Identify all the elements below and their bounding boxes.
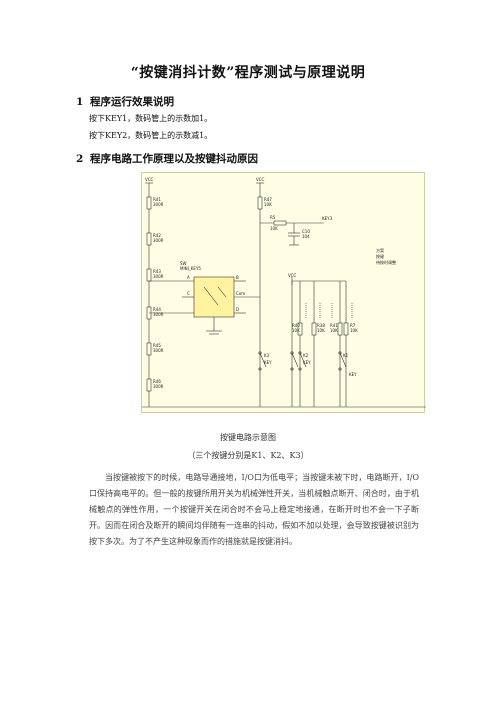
resistor-value: 10K bbox=[270, 226, 278, 231]
resistor-label: R38 bbox=[317, 323, 325, 328]
body-paragraph: 当按键被按下的时候，电路导通接地，I/O口为低电平；当按键未被下时，电路断开，I… bbox=[89, 470, 419, 550]
resistor-value: 10K bbox=[330, 328, 338, 333]
note-text: 方案 bbox=[376, 247, 384, 253]
resistor-label: R5 bbox=[270, 215, 276, 220]
paragraph-text: 当按键被按下的时候，电路导通接地，I/O口为低电平；当按键未被下时，电路断开，I… bbox=[89, 473, 419, 546]
resistor-value: 10K bbox=[317, 328, 325, 333]
paragraph-line: 按下KEY1，数码管上的示数加1。 bbox=[89, 114, 213, 123]
section-title: 程序运行效果说明 bbox=[90, 96, 174, 108]
vcc-label: VCC bbox=[145, 177, 154, 182]
figure-caption: 按键电路示意图 bbox=[220, 433, 276, 442]
figure-subcaption: （三个按键分别是K1、K2、K3） bbox=[187, 451, 309, 460]
section-heading-1: 1 程序运行效果说明 bbox=[76, 94, 174, 109]
resistor-label: R41 bbox=[330, 323, 338, 328]
schematic-svg: VCC R41 300R R42 300R R43 300R R44 300R … bbox=[142, 177, 426, 408]
resistor-label: R40 bbox=[292, 323, 300, 328]
resistor-value: 10K bbox=[292, 328, 300, 333]
pin-label: D bbox=[236, 307, 239, 312]
resistor-label: R45 bbox=[153, 343, 161, 348]
vcc-label: VCC bbox=[256, 177, 265, 182]
key-name: KEY bbox=[303, 360, 311, 365]
key-name: KEY bbox=[349, 372, 357, 377]
resistor-value: 10K bbox=[350, 328, 358, 333]
resistor-label: R43 bbox=[153, 269, 161, 274]
key-label: K2 bbox=[303, 353, 309, 358]
resistor-label: R44 bbox=[153, 307, 161, 312]
resistor-label: R46 bbox=[153, 379, 161, 384]
resistor-label: R47 bbox=[264, 197, 272, 202]
section-number: 2 bbox=[76, 153, 84, 165]
note-text: 按键 bbox=[376, 253, 384, 259]
vcc-label: VCC bbox=[288, 273, 297, 278]
net-label: KEY3 bbox=[322, 216, 333, 221]
resistor-label: R7 bbox=[350, 323, 356, 328]
pin-label: B bbox=[236, 275, 239, 280]
key-label: K1 bbox=[343, 353, 349, 358]
resistor-value: 300R bbox=[153, 384, 164, 389]
page-title: “按键消抖计数”程序测试与原理说明 bbox=[130, 65, 366, 81]
paragraph-line: 按下KEY2，数码管上的示数减1。 bbox=[89, 131, 213, 140]
capacitor-label: C10 bbox=[302, 229, 310, 234]
pin-label: C bbox=[187, 291, 190, 296]
resistor-value: 300R bbox=[153, 202, 164, 207]
resistor-label: R42 bbox=[153, 233, 161, 238]
pin-label: A bbox=[187, 275, 190, 280]
capacitor-value: 104 bbox=[302, 234, 310, 239]
switch-part: MINI_KEY5 bbox=[180, 266, 201, 271]
key-name: KEY bbox=[264, 360, 272, 365]
key-label: K3 bbox=[264, 353, 270, 358]
switch-label: SW bbox=[180, 261, 187, 266]
resistor-value: 300R bbox=[153, 274, 164, 279]
pin-label: Com bbox=[236, 291, 245, 296]
resistor-value: 10K bbox=[264, 202, 272, 207]
circuit-diagram: VCC R41 300R R42 300R R43 300R R44 300R … bbox=[141, 172, 426, 413]
resistor-value: 300R bbox=[153, 312, 164, 317]
section-heading-2: 2 程序电路工作原理以及按键抖动原因 bbox=[76, 151, 258, 166]
section-title: 程序电路工作原理以及按键抖动原因 bbox=[90, 153, 258, 165]
section-number: 1 bbox=[76, 96, 84, 108]
resistor-value: 300R bbox=[153, 238, 164, 243]
resistor-value: 300R bbox=[153, 348, 164, 353]
resistor-label: R41 bbox=[153, 197, 161, 202]
note-text: 待按时调整 bbox=[376, 259, 396, 265]
